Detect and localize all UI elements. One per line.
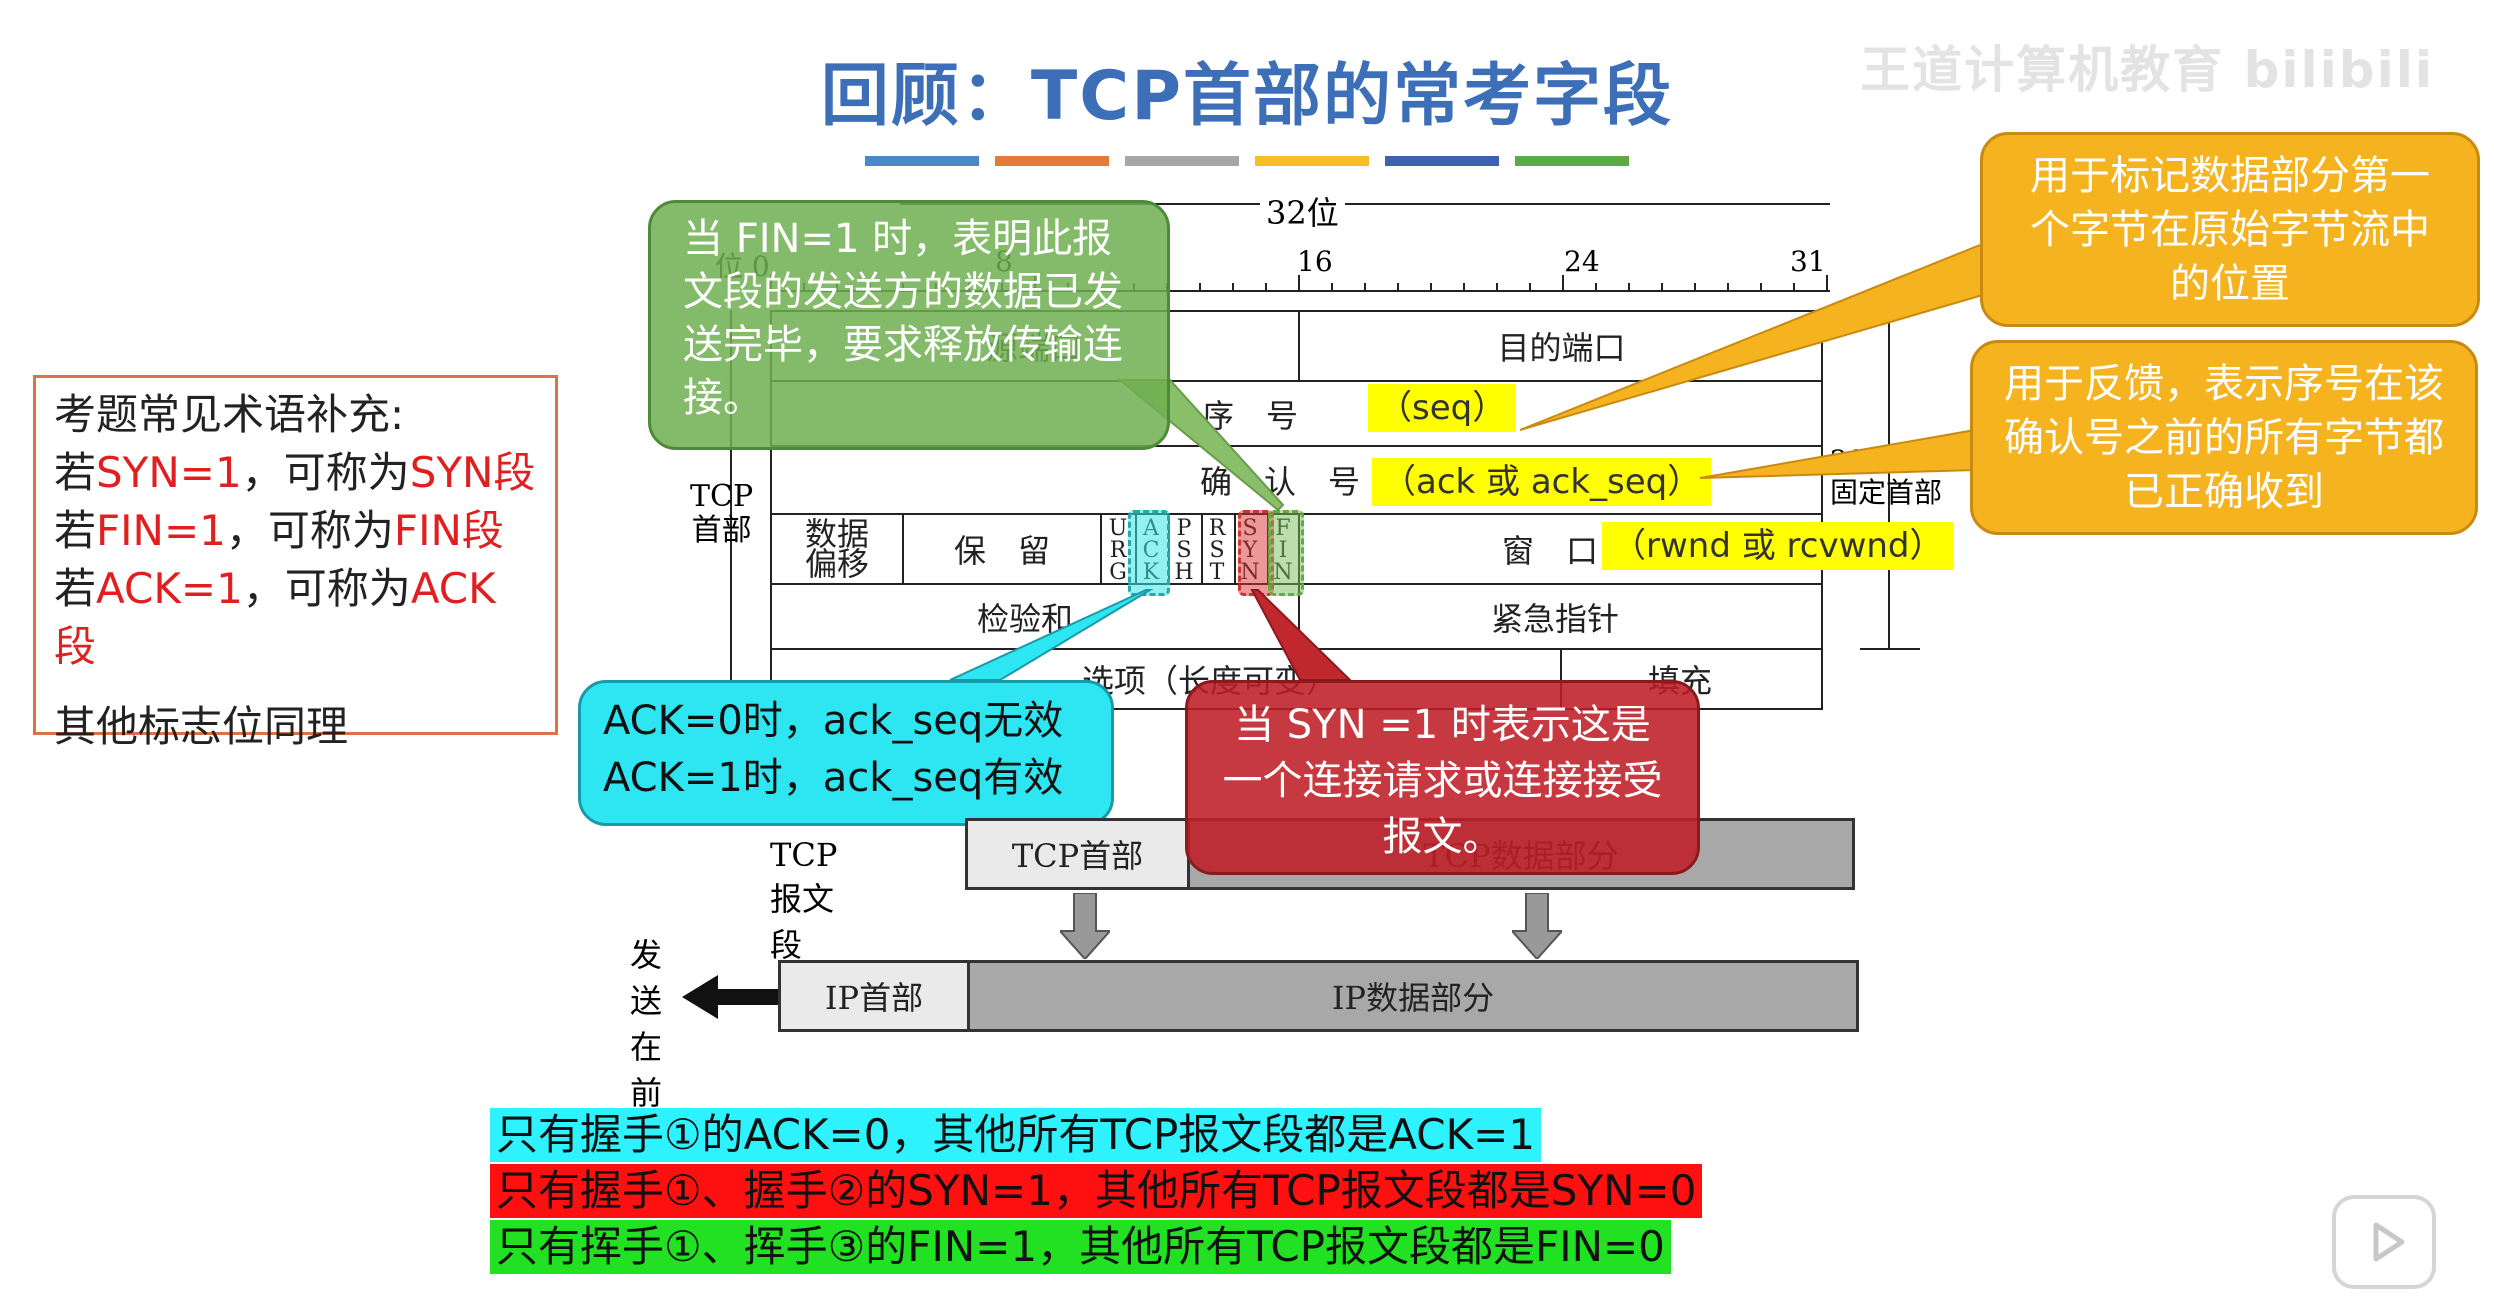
- term-box-footer: 其他标志位同理: [54, 702, 349, 751]
- ack-flag-line-0: ACK=0时，ack_seq无效: [603, 698, 1064, 744]
- ack-flag-highlight: [1128, 510, 1170, 596]
- ack-callout: 用于反馈，表示序号在该确认号之前的所有字节都已正确收到: [1970, 340, 2478, 535]
- flag-psh: P S H: [1174, 516, 1194, 585]
- send-first-label: 发送在前: [630, 936, 663, 1112]
- down-arrow-icon: [1512, 893, 1562, 959]
- term-line-fin: 若FIN=1，可称为FIN段: [54, 506, 504, 555]
- ack-flag-line-1: ACK=1时，ack_seq有效: [603, 755, 1064, 801]
- ack-tag: （ack 或 ack_seq）: [1372, 458, 1712, 506]
- ruler-tick: [1397, 283, 1399, 292]
- flag-divider: [1234, 513, 1236, 585]
- ip-header-box: IP首部: [778, 960, 970, 1032]
- term-line-ack: 若ACK=1，可称为ACK段: [54, 564, 496, 671]
- accent-bar: [995, 156, 1109, 166]
- window-cell: 窗 口: [1501, 532, 1598, 570]
- ruler-tick: [1694, 283, 1696, 292]
- bit-label-31: 31: [1790, 245, 1826, 278]
- accent-bar: [1125, 156, 1239, 166]
- ruler-tick: [1331, 283, 1333, 292]
- ruler-tick: [1793, 283, 1795, 292]
- term-box-heading: 考题常见术语补充:: [54, 390, 405, 439]
- flag-divider: [1201, 513, 1203, 585]
- ruler-tick: [1562, 275, 1564, 292]
- highlight-ack: 只有握手①的ACK=0，其他所有TCP报文段都是ACK=1: [490, 1108, 1542, 1162]
- encapsulation-diagram: TCP报文段 TCP首部 TCP数据部分 发送在前 IP首部 IP数据部分: [0, 0, 1859, 1112]
- seq-pointer: [1519, 243, 2002, 431]
- ruler-tick: [1298, 275, 1300, 292]
- highlight-syn: 只有握手①、握手②的SYN=1，其他所有TCP报文段都是SYN=0: [490, 1164, 1703, 1218]
- reserved-cell: 保 留: [953, 532, 1050, 570]
- seq-tag: （seq）: [1368, 384, 1517, 432]
- urgent-pointer-cell: 紧急指针: [1490, 599, 1619, 638]
- ack-pointer: [1699, 428, 1976, 479]
- seq-cell: 序 号: [1201, 396, 1298, 435]
- highlight-fin: 只有挥手①、挥手③的FIN=1，其他所有TCP报文段都是FIN=0: [490, 1220, 1671, 1274]
- ruler-tick: [1661, 283, 1663, 292]
- ruler-tick: [1595, 283, 1597, 292]
- syn-pointer: [1250, 589, 1353, 681]
- width-label: 32位: [1260, 188, 1345, 234]
- fin-flag-highlight: [1268, 510, 1304, 596]
- window-tag: （rwnd 或 rcvwnd）: [1602, 522, 1954, 570]
- ruler-tick: [1430, 283, 1432, 292]
- ruler-tick: [1826, 275, 1828, 292]
- accent-bar: [1255, 156, 1369, 166]
- bit-label-16: 16: [1297, 245, 1333, 278]
- ruler-tick: [1232, 283, 1234, 292]
- data-offset-cell: 数据 偏移: [804, 515, 869, 583]
- ruler-tick: [1199, 283, 1201, 292]
- syn-callout: 当 SYN =1 时表示这是一个连接请求或连接接受报文。: [1185, 680, 1700, 875]
- flag-rst: R S T: [1208, 516, 1226, 585]
- ruler-tick: [1265, 283, 1267, 292]
- fin-callout: 当 FIN=1 时，表明此报文段的发送方的数据已发送完毕，要求释放传输连接。: [648, 200, 1170, 450]
- ruler-tick: [1760, 283, 1762, 292]
- accent-bar: [1385, 156, 1499, 166]
- play-icon[interactable]: [2332, 1195, 2436, 1289]
- seq-callout: 用于标记数据部分第一个字节在原始字节流中的位置: [1980, 132, 2480, 327]
- term-line-syn: 若SYN=1，可称为SYN段: [54, 448, 536, 497]
- ruler-tick: [1364, 283, 1366, 292]
- dst-port-cell: 目的端口: [1497, 329, 1626, 367]
- term-box: 考题常见术语补充: 若SYN=1，可称为SYN段 若FIN=1，可称为FIN段 …: [33, 375, 558, 751]
- left-arrow-icon: [682, 975, 778, 1019]
- ruler-tick: [1496, 283, 1498, 292]
- tcp-header-label: TCP 首部: [690, 479, 754, 548]
- accent-bar: [1515, 156, 1629, 166]
- ruler-tick: [1463, 283, 1465, 292]
- ruler-tick: [1628, 283, 1630, 292]
- watermark: 王道计算机教育 bilibili: [1860, 41, 2434, 99]
- accent-bar: [865, 156, 979, 166]
- down-arrow-icon: [1060, 893, 1110, 959]
- page-title: 回顾：TCP首部的常考字段: [820, 57, 1674, 136]
- ip-data-box: IP数据部分: [967, 960, 1859, 1032]
- flag-urg: U R G: [1108, 516, 1128, 585]
- ruler-tick: [1727, 283, 1729, 292]
- bit-label-24: 24: [1564, 245, 1600, 278]
- ack-flag-pointer: [949, 589, 1154, 681]
- ack-flag-callout: ACK=0时，ack_seq无效 ACK=1时，ack_seq有效: [578, 680, 1114, 826]
- tcp-header-box: TCP首部: [965, 818, 1190, 890]
- ack-cell: 确 认 号: [1199, 463, 1360, 501]
- ruler-tick: [1529, 283, 1531, 292]
- segment-label: TCP报文段: [770, 836, 838, 964]
